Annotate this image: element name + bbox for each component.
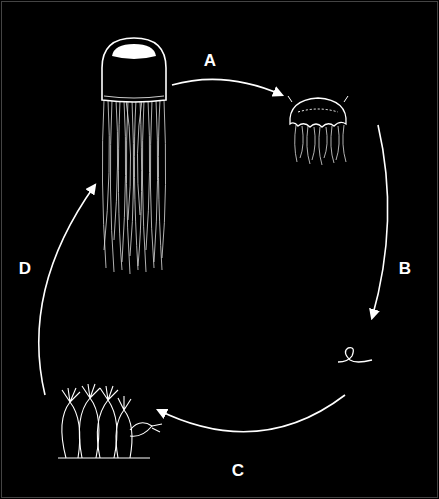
adult-medusa <box>102 38 166 274</box>
stage-letter: C <box>232 462 244 479</box>
stage-letter: A <box>204 52 216 69</box>
planula-larva <box>338 348 372 362</box>
young-medusa <box>288 96 348 165</box>
stage-letter: B <box>399 260 411 277</box>
polyp-colony <box>58 384 162 458</box>
stage-letter: D <box>19 260 31 277</box>
cycle-arrows <box>39 79 388 431</box>
